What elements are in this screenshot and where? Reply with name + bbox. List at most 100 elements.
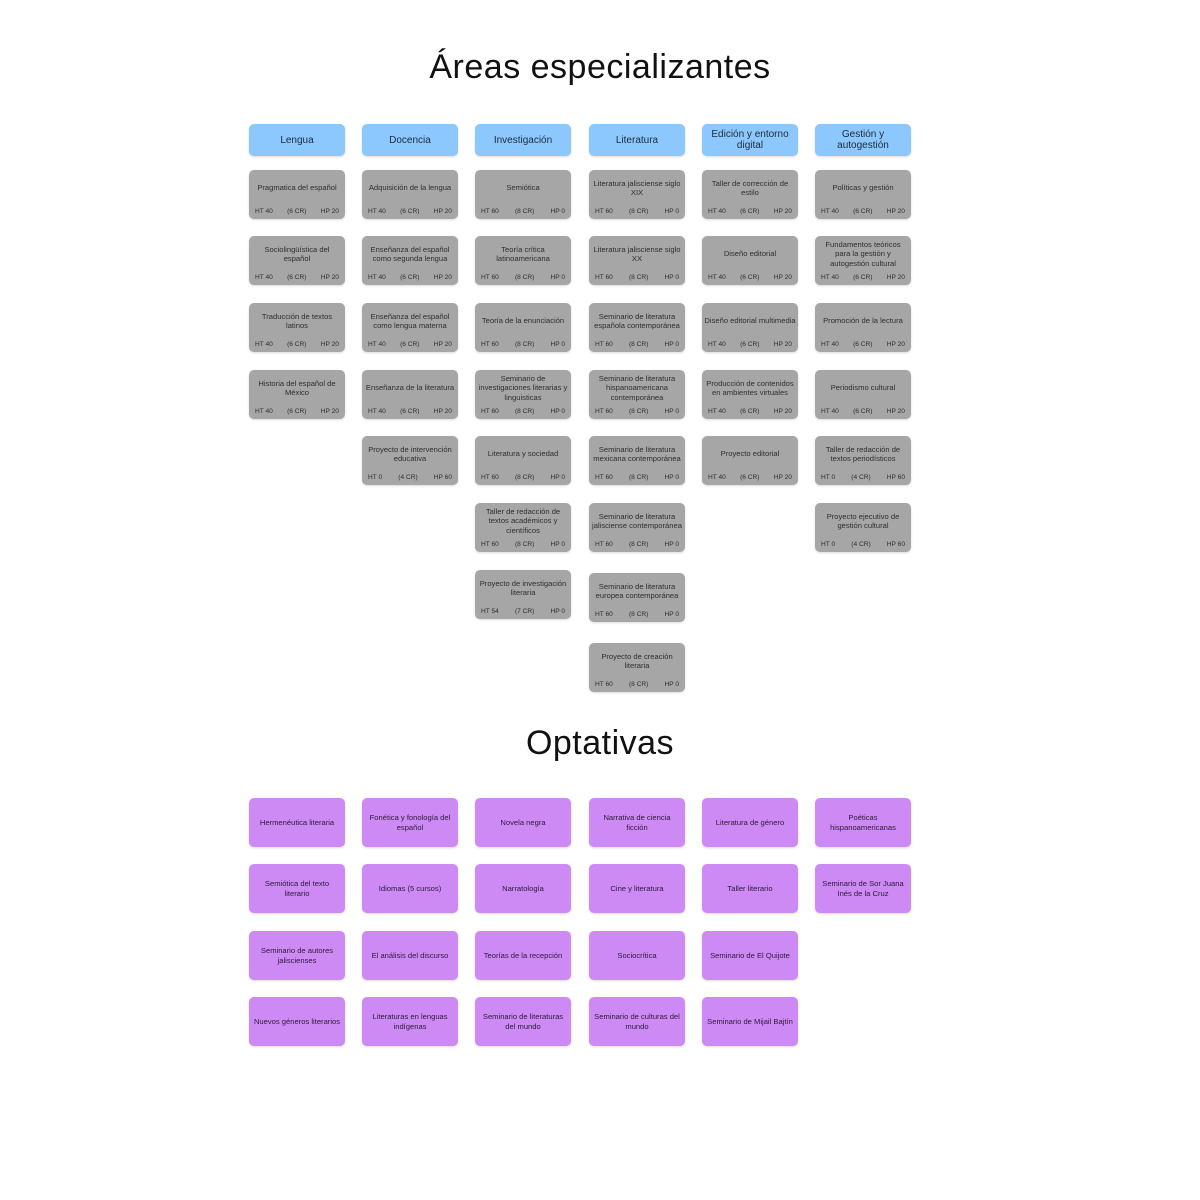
optativa-card[interactable]: Poéticas hispanoamericanas: [815, 798, 911, 847]
course-card[interactable]: Seminario de investigaciones literarias …: [475, 370, 571, 419]
course-name: Seminario de investigaciones literarias …: [478, 373, 568, 402]
area-header[interactable]: Investigación: [475, 124, 571, 156]
theory-hours: HT 0: [821, 474, 836, 481]
course-card[interactable]: Fundamentos teóricos para la gestión y a…: [815, 236, 911, 285]
optativa-card[interactable]: Taller literario: [702, 864, 798, 913]
theory-hours: HT 40: [368, 408, 386, 415]
optativa-card[interactable]: Seminario de literaturas del mundo: [475, 997, 571, 1046]
course-name: Proyecto de intervención educativa: [368, 444, 452, 463]
theory-hours: HT 60: [481, 408, 499, 415]
course-name: Literatura y sociedad: [487, 449, 559, 459]
course-stats: HT 54(7 CR)HP 0: [481, 608, 565, 615]
course-stats: HT 40(6 CR)HP 20: [368, 341, 452, 348]
course-stats: HT 60(8 CR)HP 0: [595, 341, 679, 348]
credits: (8 CR): [514, 541, 535, 548]
practice-hours: HP 0: [550, 474, 565, 481]
practice-hours: HP 0: [550, 341, 565, 348]
practice-hours: HP 0: [664, 341, 679, 348]
course-card[interactable]: Literatura jalisciense siglo XX HT 60(8 C…: [589, 236, 685, 285]
optativa-card[interactable]: Narratología: [475, 864, 571, 913]
course-name: Literatura jalisciense siglo XIX: [593, 178, 681, 197]
theory-hours: HT 40: [821, 341, 839, 348]
course-stats: HT 0(4 CR)HP 60: [821, 474, 905, 481]
optativa-card[interactable]: El análisis del discurso: [362, 931, 458, 980]
credits: (6 CR): [400, 208, 420, 215]
practice-hours: HP 0: [664, 408, 679, 415]
optativa-card[interactable]: Fonética y fonología del español: [362, 798, 458, 847]
area-header[interactable]: Gestión y autogestión: [815, 124, 911, 156]
course-card[interactable]: Seminario de literatura española contemp…: [589, 303, 685, 352]
optativa-card[interactable]: Nuevos géneros literarios: [249, 997, 345, 1046]
theory-hours: HT 60: [481, 474, 499, 481]
course-name: Teoría crítica latinoamericana: [496, 244, 550, 263]
practice-hours: HP 20: [433, 274, 452, 281]
course-stats: HT 0(4 CR)HP 60: [821, 541, 905, 548]
course-card[interactable]: Seminario de literatura hispanoamericana…: [589, 370, 685, 419]
theory-hours: HT 60: [595, 274, 613, 281]
optativa-card[interactable]: Seminario de autores jaliscienses: [249, 931, 345, 980]
optativa-card[interactable]: Teorías de la recepción: [475, 931, 571, 980]
optativa-card[interactable]: Idiomas (5 cursos): [362, 864, 458, 913]
optativa-card[interactable]: Sociocrítica: [589, 931, 685, 980]
theory-hours: HT 40: [708, 474, 726, 481]
course-stats: HT 40(6 CR)HP 20: [708, 208, 792, 215]
optativa-card[interactable]: Novela negra: [475, 798, 571, 847]
course-card[interactable]: Seminario de literatura jalisciense cont…: [589, 503, 685, 552]
course-card[interactable]: Enseñanza del español como segunda lengu…: [362, 236, 458, 285]
optativa-card[interactable]: Literatura de género: [702, 798, 798, 847]
optativa-card[interactable]: Seminario de Sor Juana Inés de la Cruz: [815, 864, 911, 913]
course-name: Adquisición de la lengua: [368, 183, 452, 193]
optativa-card[interactable]: Narrativa de ciencia ficción: [589, 798, 685, 847]
optativa-card[interactable]: Seminario de El Quijote: [702, 931, 798, 980]
course-card[interactable]: Taller de corrección de estilo HT 40(6 CR…: [702, 170, 798, 219]
course-card[interactable]: Taller de redacción de textos académicos…: [475, 503, 571, 552]
optativa-card[interactable]: Literaturas en lenguas indígenas: [362, 997, 458, 1046]
course-card[interactable]: Proyecto de investigación literaria HT 54…: [475, 570, 571, 619]
course-stats: HT 60(8 CR)HP 0: [595, 274, 679, 281]
optativa-card[interactable]: Hermenéutica literaria: [249, 798, 345, 847]
course-name: Taller de corrección de estilo: [711, 178, 789, 197]
area-header[interactable]: Lengua: [249, 124, 345, 156]
credits: (6 CR): [287, 341, 307, 348]
practice-hours: HP 0: [550, 541, 565, 548]
area-header[interactable]: Literatura: [589, 124, 685, 156]
course-card[interactable]: Seminario de literatura mexicana contemp…: [589, 436, 685, 485]
course-name: Literatura jalisciense siglo XX: [593, 244, 681, 263]
course-name: Taller de redacción de textos periodísti…: [825, 444, 901, 463]
course-card[interactable]: Taller de redacción de textos periodísti…: [815, 436, 911, 485]
credits: (8 CR): [628, 474, 649, 481]
course-name: Proyecto de investigación literaria: [479, 578, 567, 597]
optativa-card[interactable]: Seminario de culturas del mundo: [589, 997, 685, 1046]
course-card[interactable]: Producción de contenidos en ambientes vi…: [702, 370, 798, 419]
optativa-card[interactable]: Semiótica del texto literario: [249, 864, 345, 913]
credits: (8 CR): [628, 341, 649, 348]
course-card[interactable]: Seminario de literatura europea contempo…: [589, 573, 685, 622]
area-header[interactable]: Docencia: [362, 124, 458, 156]
course-name: Proyecto ejecutivo de gestión cultural: [826, 511, 900, 530]
optativa-card[interactable]: Cine y literatura: [589, 864, 685, 913]
course-card[interactable]: Enseñanza del español como lengua matern…: [362, 303, 458, 352]
credits: (8 CR): [514, 208, 535, 215]
area-header[interactable]: Edición y entorno digital: [702, 124, 798, 156]
optativa-card[interactable]: Seminario de Mijail Bajtín: [702, 997, 798, 1046]
